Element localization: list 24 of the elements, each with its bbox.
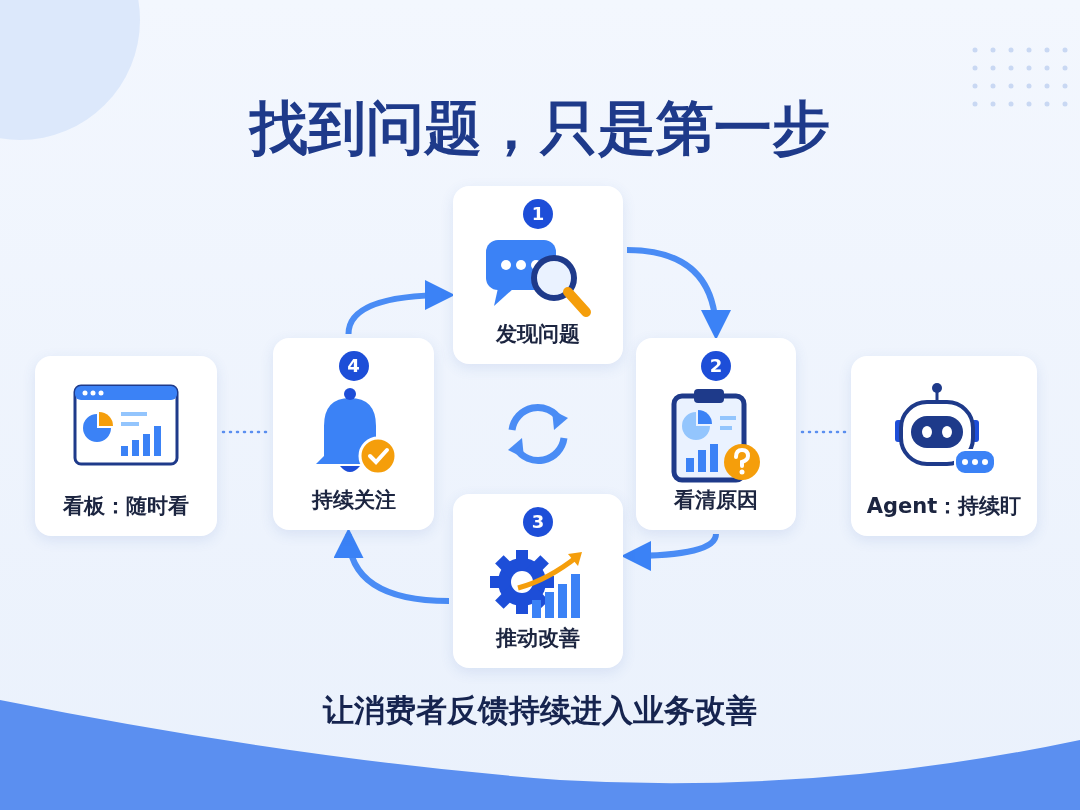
step-label: 发现问题	[495, 321, 581, 348]
number-badge: 4	[338, 351, 369, 381]
step-card	[35, 356, 217, 536]
step-card	[273, 338, 434, 530]
arrow	[345, 280, 455, 335]
caption: 让消费者反馈持续进入业务改善	[321, 691, 758, 730]
number-badge: 1	[523, 199, 553, 229]
dotted-line	[800, 430, 847, 434]
dotted-line	[221, 430, 269, 434]
arrow	[626, 247, 730, 340]
step-card	[851, 356, 1037, 536]
arrow	[621, 533, 719, 571]
step-label: Agent：持续盯	[865, 493, 1023, 520]
step-card	[636, 338, 796, 530]
step-card	[453, 494, 623, 668]
step-label: 推动改善	[494, 625, 581, 652]
number-badge: 3	[523, 507, 553, 537]
step-label: 持续关注	[310, 487, 397, 514]
arrow	[335, 528, 450, 604]
step-label: 看板：随时看	[62, 493, 190, 520]
step-label: 看清原因	[673, 487, 759, 514]
step-card	[453, 186, 623, 364]
title: 找到问题，只是第一步	[247, 93, 831, 164]
number-badge: 2	[701, 351, 731, 381]
